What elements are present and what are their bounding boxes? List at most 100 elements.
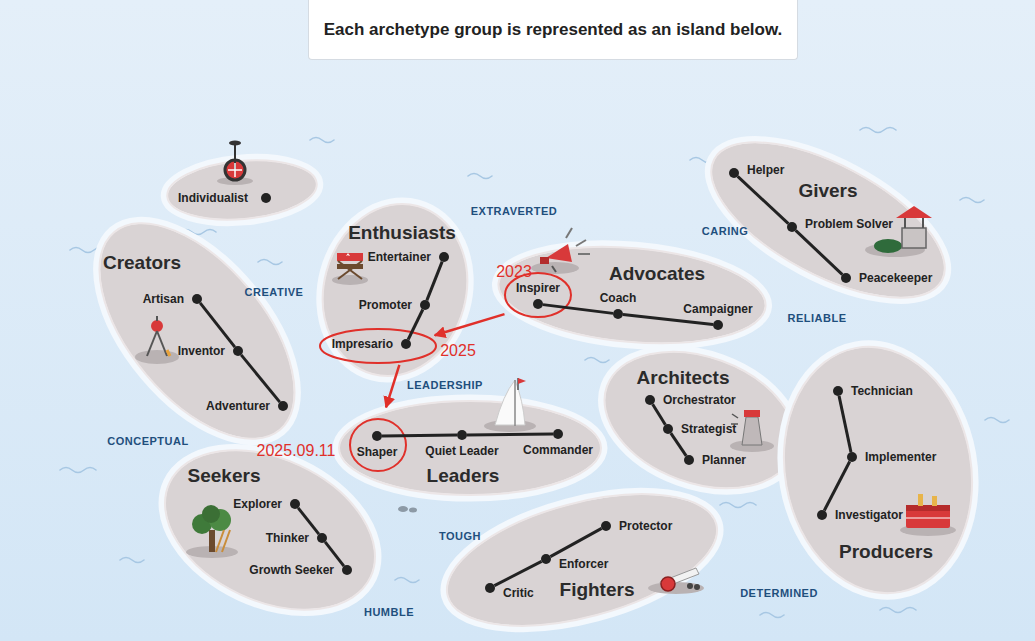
archetype-dot: Thinker (317, 533, 327, 543)
sail-icon (495, 378, 526, 426)
archetype-link (241, 355, 280, 402)
toolbox-icon (906, 494, 950, 528)
archetype-link (839, 396, 851, 452)
archetype-dot: Implementer (847, 452, 857, 462)
trait-label: LEADERSHIP (407, 379, 483, 391)
island-name: Producers (839, 541, 933, 563)
archetype-link (427, 262, 442, 301)
shadows (135, 177, 956, 594)
archetype-label: Commander (523, 443, 593, 457)
archetype-dot: Problem Solver (787, 222, 797, 232)
trait-label: EXTRAVERTED (471, 205, 558, 217)
archetype-label: Quiet Leader (425, 444, 498, 458)
archetype-link (796, 230, 843, 274)
individualist-dot (261, 193, 271, 203)
archetype-dot: Peacekeeper (841, 273, 851, 283)
island-name: Architects (637, 367, 730, 389)
trait-label: HUMBLE (364, 606, 414, 618)
archetype-link (671, 433, 686, 456)
archetype-dot: Enforcer (541, 554, 551, 564)
archetype-label: Helper (747, 163, 784, 177)
trait-label: RELIABLE (788, 312, 847, 324)
archetype-label: Campaigner (683, 302, 752, 316)
archetype-label: Entertainer (368, 250, 431, 264)
progress-arrow (386, 365, 399, 407)
archetype-label: Enforcer (559, 557, 608, 571)
archetype-label: Explorer (233, 497, 282, 511)
trait-label: TOUGH (439, 530, 481, 542)
archetype-label: Investigator (835, 508, 903, 522)
tower-icon (731, 410, 762, 445)
archetype-dot: Campaigner (713, 320, 723, 330)
date-note: 2025.09.11 (257, 442, 336, 460)
archetype-label: Artisan (143, 292, 184, 306)
archetype-label: Planner (702, 453, 746, 467)
island-shape: Producers TechnicianImplementerInvestigat… (745, 337, 1011, 603)
progress-arrow (435, 314, 505, 335)
archetype-dot: Planner (684, 455, 694, 465)
tree-icon (192, 505, 231, 552)
archetype-link (494, 561, 541, 585)
archetype-label: Inspirer (516, 281, 560, 295)
archetype-dot: Artisan (192, 294, 202, 304)
archetype-dot: Impresario (401, 339, 411, 349)
archetype-link (325, 542, 344, 566)
trait-label: CARING (702, 225, 748, 237)
island-name: Givers (798, 180, 857, 202)
archetype-link (623, 315, 713, 325)
archetype-label: Thinker (266, 531, 309, 545)
archetype-link (653, 404, 666, 425)
archetype-label: Inventor (178, 344, 225, 358)
archetype-link (298, 508, 319, 534)
archetype-dot: Protector (601, 521, 611, 531)
archetype-label: Peacekeeper (859, 271, 932, 285)
date-note: 2023 (496, 263, 532, 281)
archetype-dot: Growth Seeker (342, 565, 352, 575)
archetype-dot: Inspirer (533, 299, 543, 309)
megaphone-icon (540, 228, 590, 272)
archetype-label: Orchestrator (663, 393, 736, 407)
archetype-dot: Promoter (420, 300, 430, 310)
trait-label: CREATIVE (245, 286, 304, 298)
archetype-dot: Coach (613, 309, 623, 319)
archetype-dot: Helper (729, 168, 739, 178)
trait-label: DETERMINED (740, 587, 818, 599)
unicycle-icon (225, 141, 245, 181)
archetype-label: Critic (503, 586, 534, 600)
island-name: Seekers (188, 465, 261, 487)
archetype-dot: Explorer (290, 499, 300, 509)
archetype-label: Technician (851, 384, 913, 398)
title-text: Each archetype group is represented as a… (324, 20, 783, 40)
archetype-link (543, 305, 613, 314)
archetype-dot: Quiet Leader (457, 430, 467, 440)
highlight-rings (320, 273, 571, 471)
island-name: Enthusiasts (348, 222, 456, 244)
archetype-link (408, 309, 423, 339)
archetype-label: Coach (600, 291, 637, 305)
archetype-label: Impresario (332, 337, 393, 351)
compass-icon (147, 316, 170, 356)
title-box: Each archetype group is represented as a… (308, 0, 798, 60)
archetype-label: Protector (619, 519, 672, 533)
archetype-label: Growth Seeker (249, 563, 334, 577)
archetype-dot: Investigator (817, 510, 827, 520)
archetype-label: Strategist (681, 422, 736, 436)
archetype-dot: Critic (485, 583, 495, 593)
archetype-dot: Inventor (233, 346, 243, 356)
archetype-link (550, 528, 601, 556)
archetype-label: Promoter (359, 298, 412, 312)
archetype-label: Implementer (865, 450, 936, 464)
archetype-dot: Shaper (372, 431, 382, 441)
archetype-label: Adventurer (206, 399, 270, 413)
archetype-dot: Strategist (663, 424, 673, 434)
island-name: Leaders (427, 465, 500, 487)
archetype-link (382, 434, 457, 438)
archetype-dot: Orchestrator (645, 395, 655, 405)
archetype-label: Shaper (357, 445, 398, 459)
archetype-label: Problem Solver (805, 217, 893, 231)
date-note: 2025 (440, 342, 476, 360)
island-name: Creators (103, 252, 181, 274)
archetype-label: Individualist (178, 191, 248, 205)
archetype-dot: Entertainer (439, 252, 449, 262)
